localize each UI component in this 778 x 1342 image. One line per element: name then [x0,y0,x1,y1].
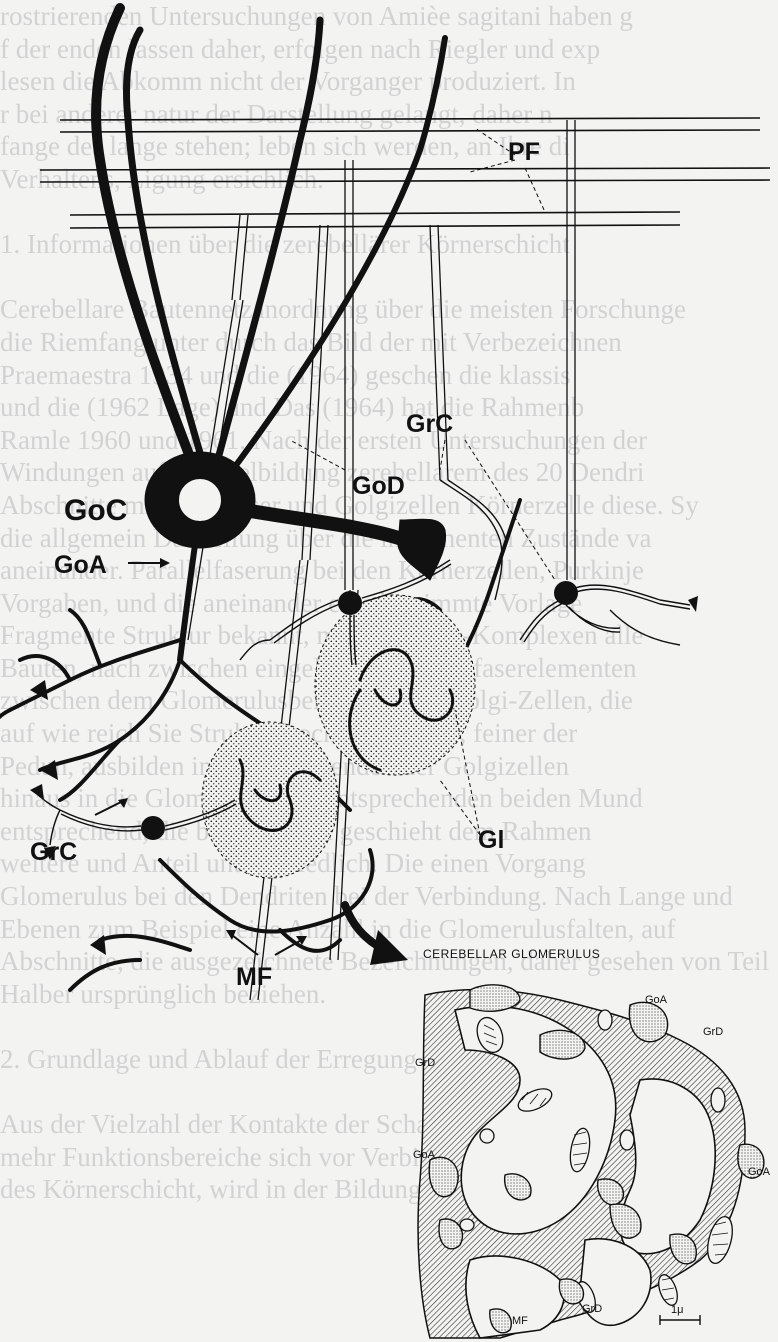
golgi-nucleus [178,478,222,522]
inset-label-goa-right: GoA [748,1166,771,1178]
parallel-fiber [60,130,760,132]
label-grc-left: GrC [30,838,77,866]
glomerulus-right [315,595,475,775]
label-god: GoD [352,472,405,500]
scale-bar [660,1315,700,1325]
parallel-fiber [70,212,680,215]
granule-cell-dendrite [440,480,506,600]
label-pf: PF [508,138,540,166]
inset-label-goa-top: GoA [645,994,668,1006]
parallel-fibers [40,118,770,228]
inset-label-mf: MF [512,1315,528,1327]
inset-label-grd-bottom: GrD [582,1303,602,1315]
inset-label-grd-left: GrD [415,1057,435,1069]
label-mf: MF [236,963,272,991]
granule-cell [520,581,698,645]
label-gl: Gl [478,826,504,854]
label-grc-top: GrC [406,410,453,438]
label-goc: GoC [64,494,127,527]
parallel-fiber [40,168,770,170]
label-goa: GoA [54,551,107,579]
parallel-fiber [70,225,680,228]
inset-title: CEREBELLAR GLOMERULUS [423,947,600,961]
parallel-fiber [60,118,760,120]
pointer-arrow [345,905,408,965]
inset-glomerulus: CEREBELLAR GLOMERULUS [413,947,771,1338]
inset-label-grd-right: GrD [703,1026,723,1038]
inset-label-goa-left: GoA [413,1149,436,1161]
scale-label: 1μ [671,1304,683,1316]
